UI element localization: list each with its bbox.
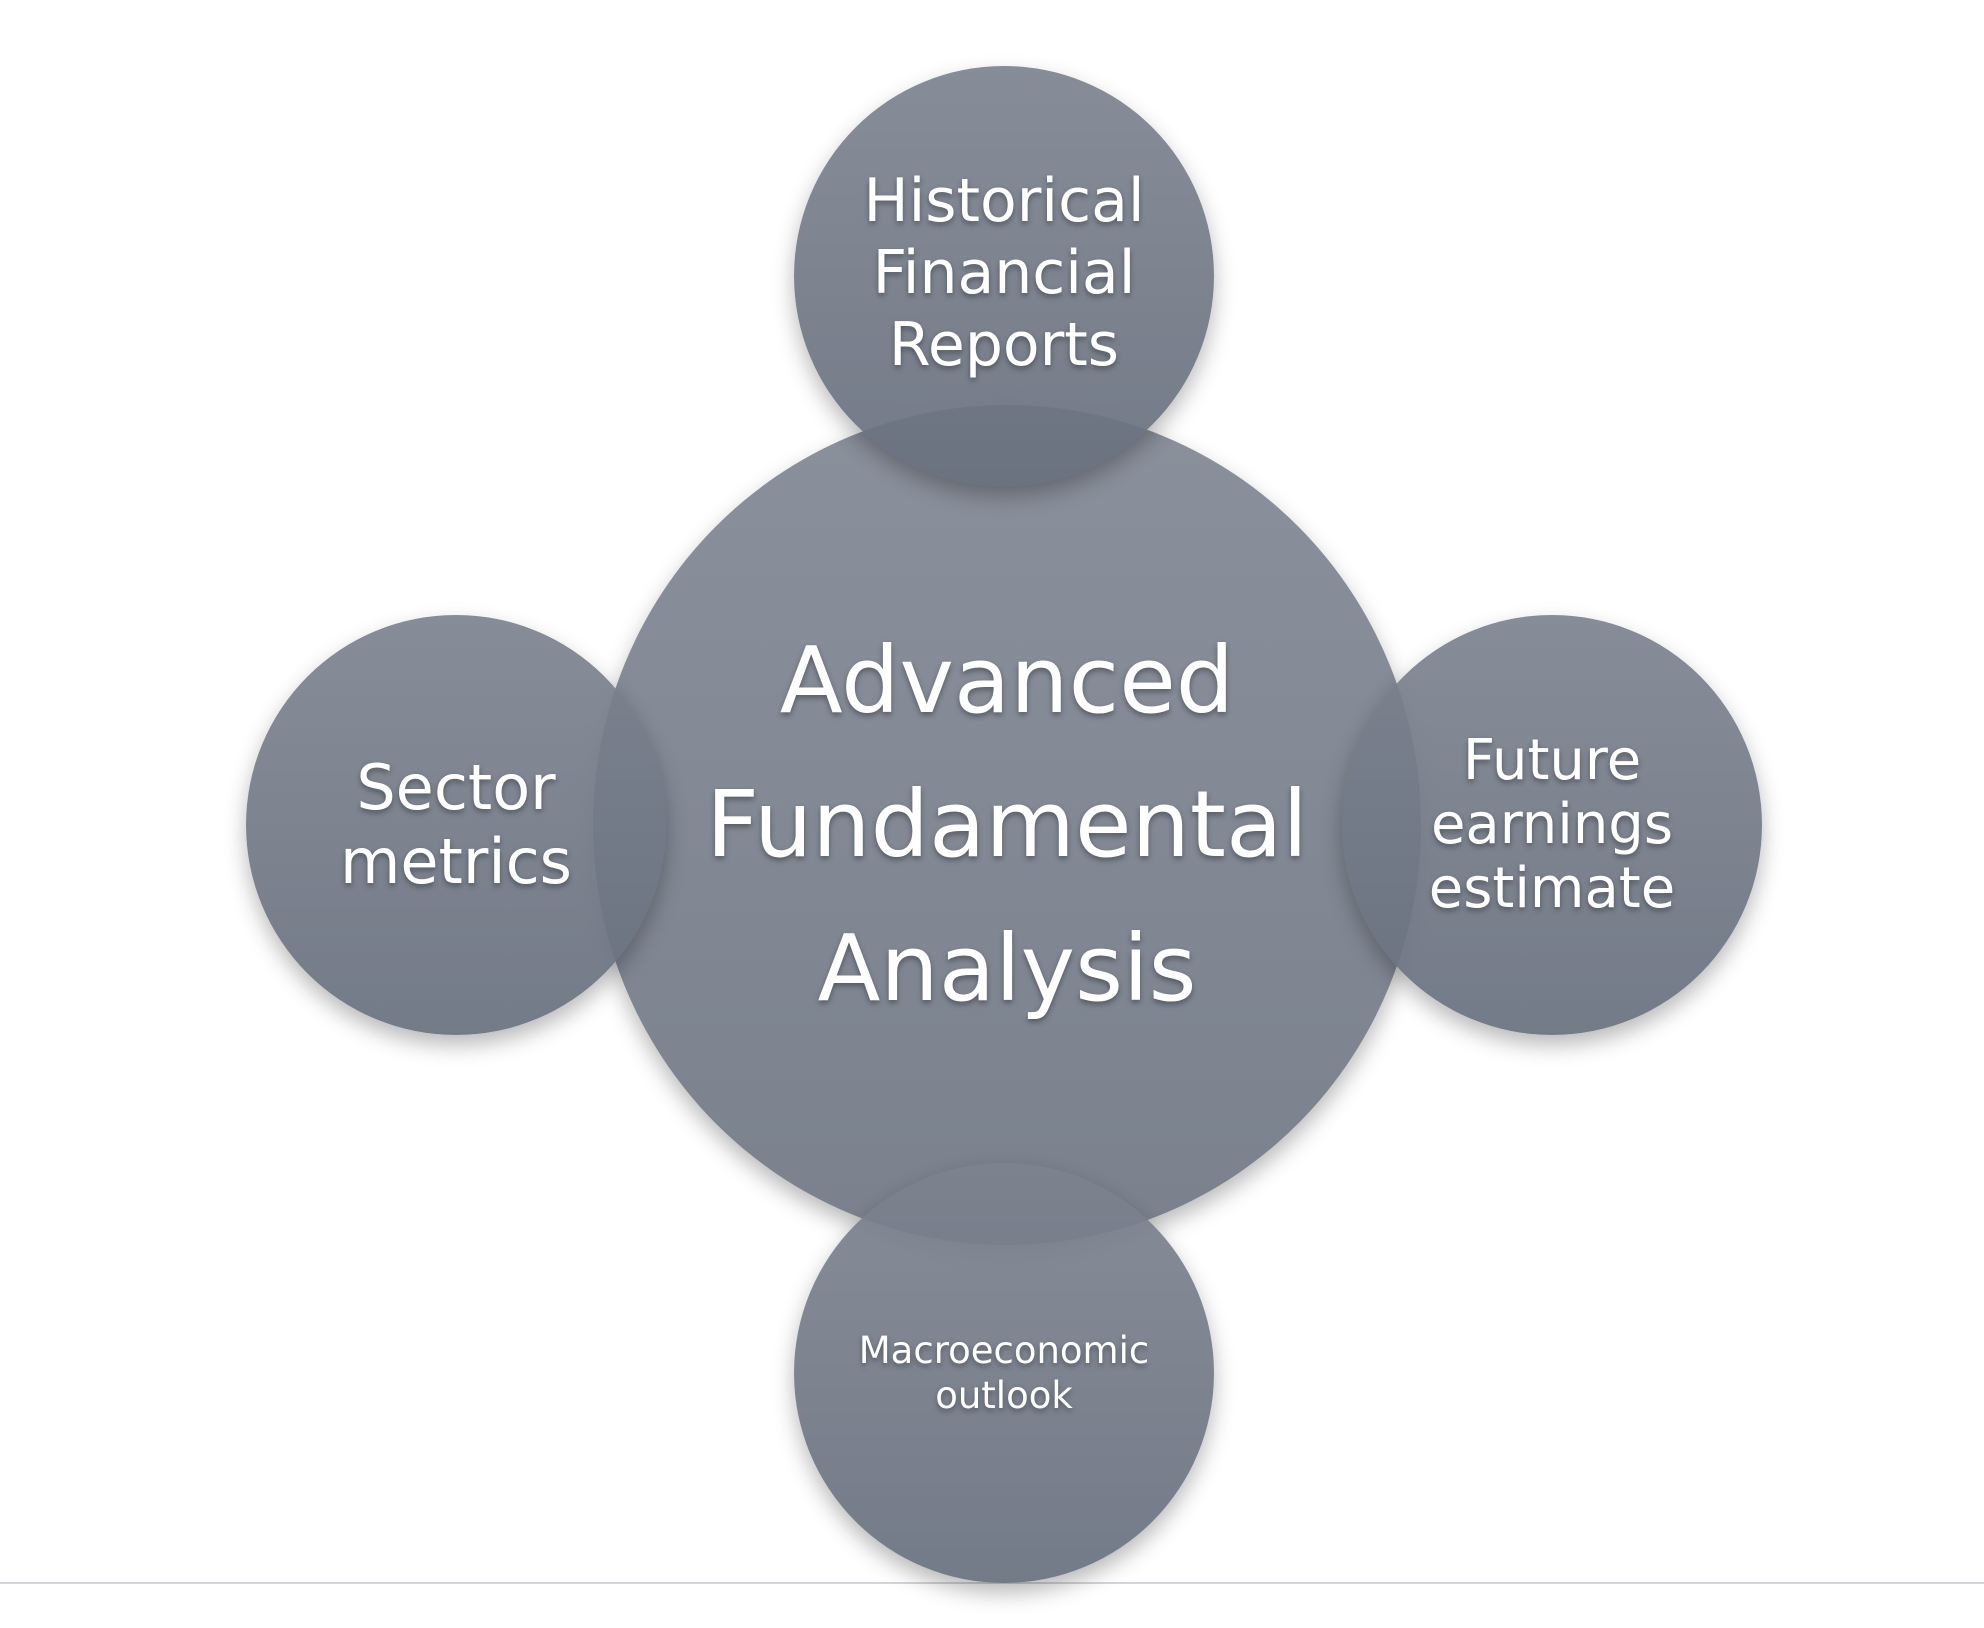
center-circle: Advanced Fundamental Analysis — [593, 405, 1421, 1245]
bottom-circle-label: Macroeconomic outlook — [858, 1329, 1150, 1417]
bottom-divider — [0, 1582, 1984, 1584]
top-circle: Historical Financial Reports — [794, 66, 1214, 486]
top-circle-label: Historical Financial Reports — [863, 166, 1145, 380]
bottom-circle: Macroeconomic outlook — [794, 1163, 1214, 1583]
right-circle: Future earnings estimate — [1342, 615, 1762, 1035]
left-circle-label: Sector metrics — [340, 751, 572, 898]
left-circle: Sector metrics — [246, 615, 666, 1035]
center-circle-label: Advanced Fundamental Analysis — [706, 627, 1308, 1022]
right-circle-label: Future earnings estimate — [1428, 728, 1676, 921]
